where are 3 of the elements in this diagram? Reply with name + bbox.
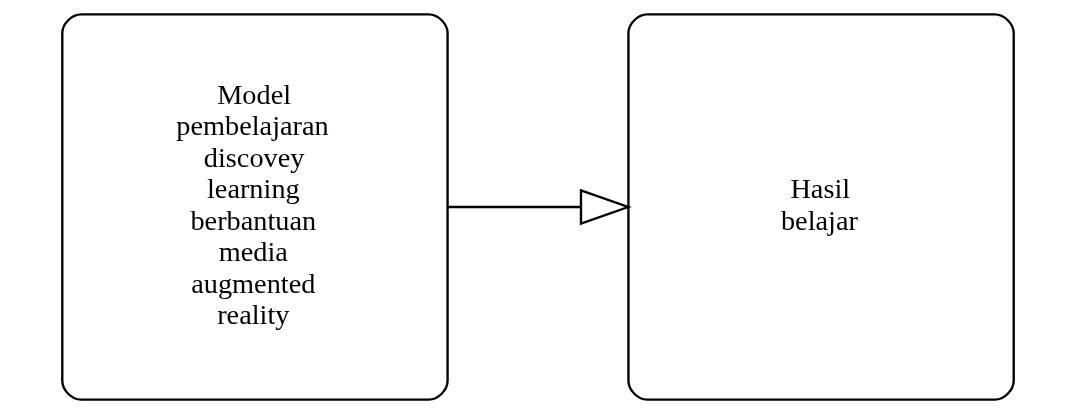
node-box: Model pembelajaran discovey learning berbantuan media augmented reality [61,13,449,401]
node-box: Hasil belajar [627,13,1015,401]
arrow [447,188,632,226]
